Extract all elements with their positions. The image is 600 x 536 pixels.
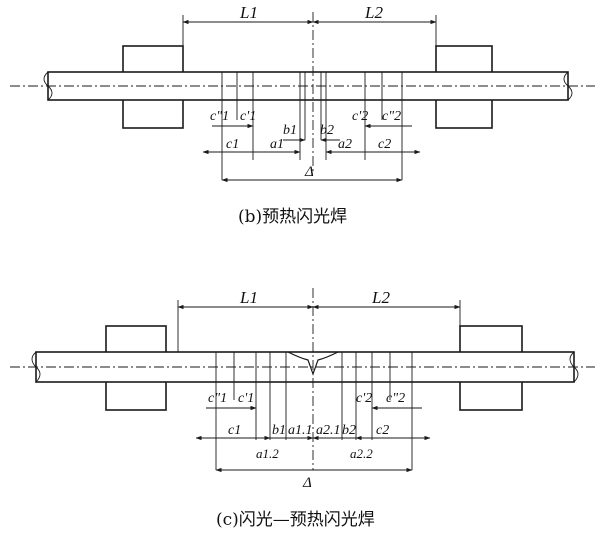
caption-b: (b)预热闪光焊 [238, 207, 347, 227]
label-c2pp: c"2 [382, 109, 401, 124]
label-a11: a1.1 [288, 423, 313, 438]
label-a12: a1.2 [256, 446, 279, 461]
label-a21: a2.1 [316, 423, 341, 438]
label-b1: b1 [283, 123, 297, 138]
label-c1: c1 [228, 423, 241, 438]
label-c1p: c'1 [240, 109, 256, 124]
label-b2: b2 [342, 423, 356, 438]
label-L1: L1 [239, 3, 258, 22]
label-L1: L1 [239, 288, 258, 307]
label-c2: c2 [378, 137, 391, 152]
label-c2pp: c"2 [386, 391, 405, 406]
label-L2: L2 [371, 288, 390, 307]
label-c2p: c'2 [352, 109, 368, 124]
label-a22: a2.2 [350, 446, 373, 461]
label-b1: b1 [272, 423, 286, 438]
label-b2: b2 [320, 123, 334, 138]
label-c1p: c'1 [238, 391, 254, 406]
label-a1: a1 [270, 137, 284, 152]
label-delta: Δ [304, 164, 314, 180]
label-c2: c2 [376, 423, 389, 438]
caption-c: (c)闪光—预热闪光焊 [216, 510, 375, 530]
label-L2: L2 [364, 3, 383, 22]
label-c1pp: c"1 [208, 391, 227, 406]
label-c2p: c'2 [356, 391, 372, 406]
label-c1: c1 [226, 137, 239, 152]
label-c1pp: c"1 [210, 109, 229, 124]
label-a2: a2 [338, 137, 352, 152]
diagram-c: L1 L2 c"1 c'1 c'2 c"2 c1 b1 a1.1 a2.1 b2… [10, 288, 595, 530]
label-delta: Δ [302, 475, 312, 491]
diagram-b: L1 L2 c"1 c'1 b1 b2 c'2 c"2 c1 a1 a2 c2 … [10, 3, 595, 227]
